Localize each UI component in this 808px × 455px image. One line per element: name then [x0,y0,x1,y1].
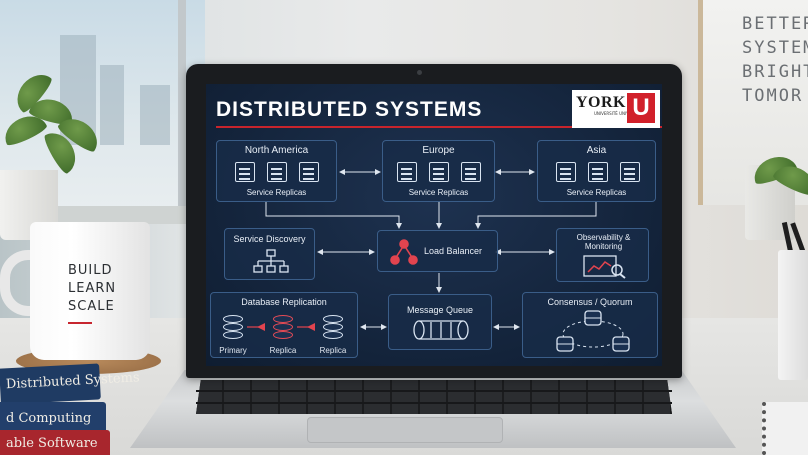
consensus-label: Consensus / Quorum [547,297,633,307]
database-replication-title: Database Replication [241,297,327,307]
building [100,65,124,145]
region-name: Europe [422,145,455,156]
mug-text-line-2: LEARN [68,281,117,296]
database-replication[interactable]: Database Replication Primary Replica Rep… [210,292,358,358]
book-title: d Computing [6,411,92,426]
mug-text-line-3: SCALE [68,299,115,314]
book: Distributed Systems [0,363,140,405]
server-icon [429,162,449,182]
book-title: able Software [6,436,98,451]
server-icon [588,162,608,182]
message-queue-label: Message Queue [406,305,474,315]
service-discovery-label: Service Discovery [233,234,306,244]
logo-wordmark: YORK [576,94,626,111]
db-node-label: Replica [319,346,347,355]
region-name: Asia [586,145,607,156]
database-icon [223,315,243,341]
service-discovery[interactable]: Service Discovery [224,228,315,280]
whiteboard-line-4: TOMOR [742,86,804,106]
load-balancer[interactable]: Load Balancer [377,230,498,272]
region-name: North America [244,145,309,156]
db-node-label: Replica [269,346,297,355]
mug-accent-line [68,322,92,324]
whiteboard-line-1: BETTER [742,14,808,34]
observability-monitoring[interactable]: Observability & Monitoring [556,228,649,282]
quorum-nodes-icon [556,310,630,352]
replication-arrows [247,323,315,331]
region-asia[interactable]: Asia Service Replicas [537,140,656,202]
server-icon [397,162,417,182]
load-balancer-icon [390,239,418,265]
building [140,85,170,145]
logo-mark: U [627,93,655,123]
db-node-label: Primary [219,346,247,355]
queue-cylinder-icon [413,320,469,340]
region-caption: Service Replicas [566,188,627,197]
server-icon [461,162,481,182]
region-north-america[interactable]: North America Service Replicas [216,140,337,202]
region-europe[interactable]: Europe Service Replicas [382,140,495,202]
window-frame [178,0,186,215]
laptop-touchpad [307,417,503,443]
screen-title: DISTRIBUTED SYSTEMS [216,98,483,121]
server-icon [299,162,319,182]
mug-text-line-1: BUILD [68,263,113,278]
load-balancer-label: Load Balancer [424,246,483,256]
message-queue[interactable]: Message Queue [388,294,492,350]
notebook [762,402,808,455]
server-icon [235,162,255,182]
hierarchy-icon [253,249,289,273]
webcam [417,70,422,75]
consensus-quorum[interactable]: Consensus / Quorum [522,292,658,358]
region-caption: Service Replicas [246,188,307,197]
pen-holder [778,250,808,380]
database-icon [273,315,293,341]
laptop-screen: DISTRIBUTED SYSTEMS YORK UNIVERSITÉ UNIV… [206,84,662,366]
keyboard-rows [196,380,672,414]
server-icon [620,162,640,182]
observability-label: Observability & Monitoring [576,233,631,251]
mug-handle [0,250,44,316]
book: able Software [0,430,110,455]
university-logo: YORK UNIVERSITÉ UNIVERSITY U [572,90,660,128]
database-icon [323,315,343,341]
title-underline [216,126,662,128]
server-icon [556,162,576,182]
mug [30,222,150,360]
monitoring-chart-icon [583,255,626,279]
whiteboard-line-2: SYSTEM [742,38,808,58]
server-icon [267,162,287,182]
region-caption: Service Replicas [408,188,469,197]
logo-subtext: UNIVERSITÉ UNIVERSITY [594,111,643,116]
